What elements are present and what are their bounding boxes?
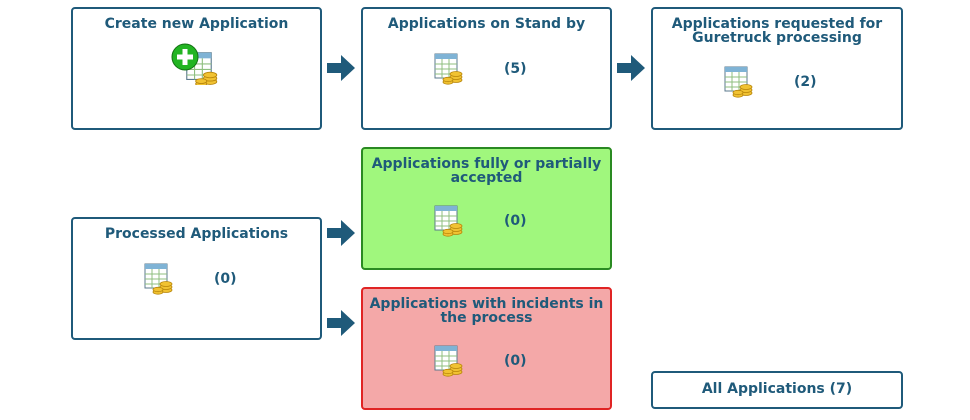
spreadsheet-coins-icon xyxy=(434,205,463,237)
spreadsheet-coins-icon xyxy=(144,263,173,295)
all-applications-label: All Applications (7) xyxy=(701,381,853,397)
requested-count: (2) xyxy=(794,74,817,90)
green-plus-icon xyxy=(171,43,199,71)
right-arrow-icon xyxy=(327,310,355,336)
accepted-count: (0) xyxy=(504,213,527,229)
spreadsheet-coins-icon xyxy=(434,345,463,377)
incidents-applications-card[interactable]: Applications with incidents in the proce… xyxy=(361,287,612,410)
right-arrow-icon xyxy=(327,55,355,81)
requested-applications-title: Applications requested for Guretruck pro… xyxy=(671,16,883,46)
processed-applications-title: Processed Applications xyxy=(104,226,289,242)
spreadsheet-coins-icon xyxy=(724,66,753,98)
right-arrow-icon xyxy=(327,220,355,246)
incidents-applications-title: Applications with incidents in the proce… xyxy=(369,296,604,326)
accepted-applications-title: Applications fully or partially accepted xyxy=(371,156,602,186)
standby-applications-card[interactable]: Applications on Stand by (5) xyxy=(361,7,612,130)
create-application-title: Create new Application xyxy=(104,16,289,32)
standby-count: (5) xyxy=(504,61,527,77)
processed-count: (0) xyxy=(214,271,237,287)
create-application-card[interactable]: Create new Application xyxy=(71,7,322,130)
spreadsheet-coins-icon xyxy=(434,53,463,85)
right-arrow-icon xyxy=(617,55,645,81)
processed-applications-card[interactable]: Processed Applications (0) xyxy=(71,217,322,340)
requested-applications-card[interactable]: Applications requested for Guretruck pro… xyxy=(651,7,903,130)
standby-applications-title: Applications on Stand by xyxy=(387,16,586,32)
accepted-applications-card[interactable]: Applications fully or partially accepted… xyxy=(361,147,612,270)
incidents-count: (0) xyxy=(504,353,527,369)
all-applications-button[interactable]: All Applications (7) xyxy=(651,371,903,409)
